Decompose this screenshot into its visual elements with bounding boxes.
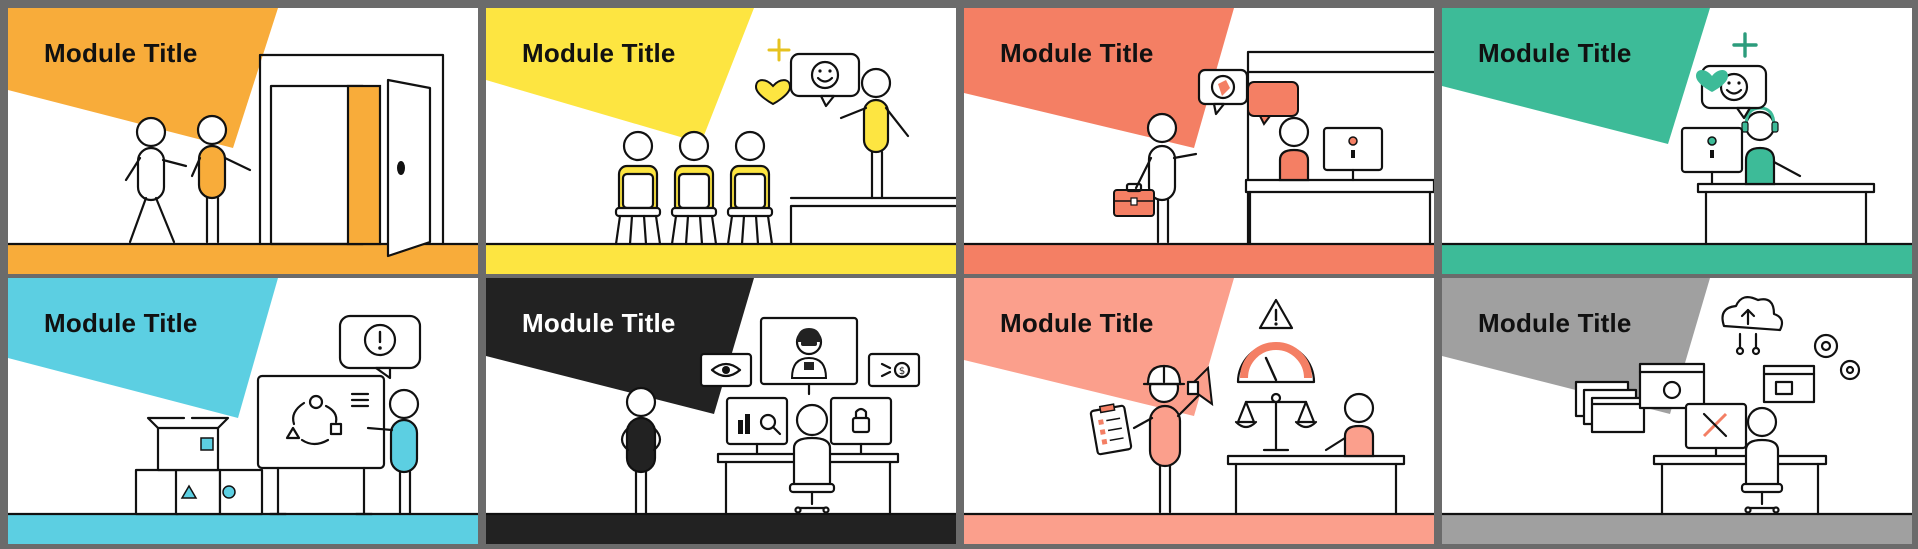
module-title: Module Title	[522, 308, 676, 338]
audience-presentation-illustration	[486, 8, 956, 274]
module-card-5[interactable]: Module Title	[8, 278, 478, 544]
module-title: Module Title	[1478, 38, 1632, 68]
module-card-8[interactable]: Module Title	[1442, 278, 1912, 544]
module-title: Module Title	[1000, 308, 1154, 338]
module-card-1[interactable]: Module Title	[8, 8, 478, 274]
module-title: Module Title	[1478, 308, 1632, 338]
module-card-2[interactable]: Module Title	[486, 8, 956, 274]
module-title: Module Title	[522, 38, 676, 68]
module-card-3[interactable]: Module Title	[964, 8, 1434, 274]
safety-compliance-illustration	[964, 278, 1434, 544]
module-title: Module Title	[1000, 38, 1154, 68]
reception-desk-illustration	[964, 8, 1434, 274]
module-card-6[interactable]: $	[486, 278, 956, 544]
whiteboard-process-illustration	[8, 278, 478, 544]
it-systems-illustration	[1442, 278, 1912, 544]
security-monitoring-illustration: $	[486, 278, 956, 544]
module-card-4[interactable]: Module Title	[1442, 8, 1912, 274]
customer-support-illustration	[1442, 8, 1912, 274]
module-title: Module Title	[44, 38, 198, 68]
module-card-7[interactable]: Module Title	[964, 278, 1434, 544]
svg-text:$: $	[899, 366, 905, 377]
door-entry-illustration	[8, 8, 478, 274]
module-title: Module Title	[44, 308, 198, 338]
